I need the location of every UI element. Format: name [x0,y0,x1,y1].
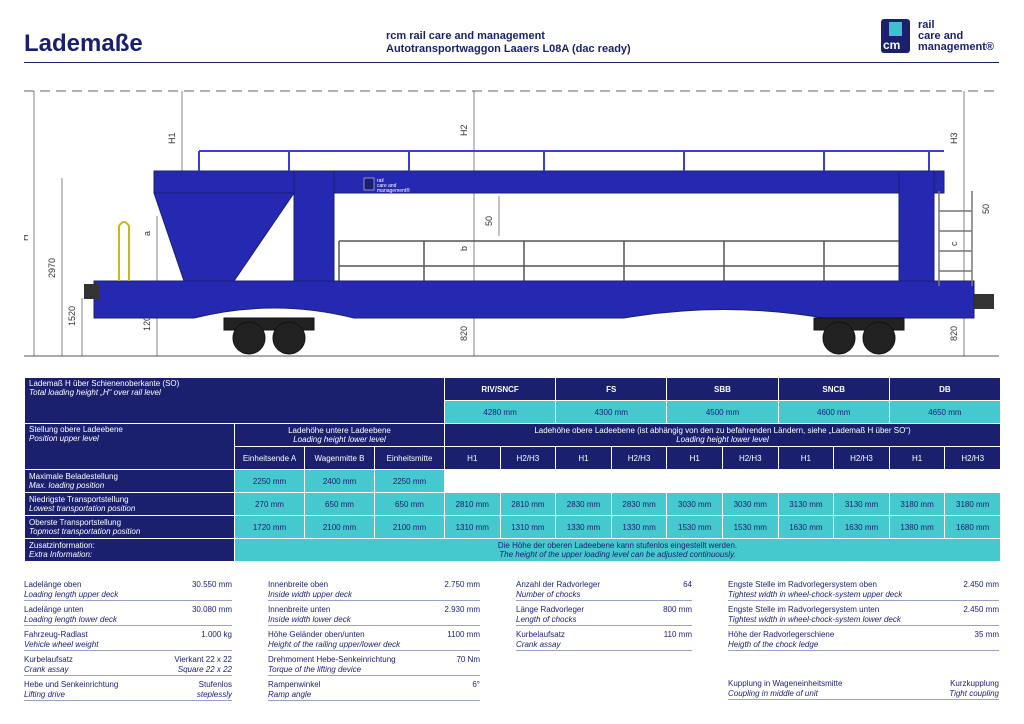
list-item-spacer [728,653,999,675]
dim-50-right: 50 [981,204,991,214]
dim-b: b [459,246,469,251]
sub-header: H2/H3 [499,446,557,470]
lower-level-label-en: Loading height lower level [293,435,386,444]
dim-H: H [24,235,30,242]
dim-820-mid: 820 [459,326,469,341]
upper-level-label: Ladehöhe obere Ladeebene (ist abhängig v… [534,426,911,435]
sub-header: Wagenmitte B [304,446,375,470]
country-sncb: SNCB [777,377,890,401]
height-sbb: 4500 mm [666,400,779,424]
dim-1200: 1200 [142,311,152,331]
logo-wordmark: rail care and management® [918,19,994,53]
svg-text:management®: management® [377,187,410,194]
country-db: DB [888,377,1001,401]
height-sncb: 4600 mm [777,400,890,424]
dim-50-mid: 50 [484,216,494,226]
loading-height-table: Lademaß H über Schienenoberkante (SO) To… [24,377,1001,562]
country-sbb: SBB [666,377,779,401]
dim-a: a [142,231,152,236]
sub-header: H2/H3 [721,446,779,470]
table-row: Oberste Transportstellung Topmost transp… [24,515,1001,539]
rcm-logo-icon: cm [881,19,910,53]
sub-header: H2/H3 [833,446,890,470]
dim-c: c [949,241,959,246]
height-riv-sncf: 4280 mm [443,400,557,424]
sub-header: Einheitsmitte [374,446,445,470]
sub-header: H2/H3 [610,446,668,470]
country-fs: FS [555,377,668,401]
extra-info-text: Die Höhe der oberen Ladeebene kann stufe… [497,541,738,550]
wagon-drawing: H 2970 1520 1200 H1 50 a H2 b 820 50 H3 … [24,90,999,357]
bogie-right [813,317,905,355]
position-label-en: Position upper level [29,434,99,443]
h-title: Lademaß H über Schienenoberkante (SO) [29,379,180,388]
dim-H1: H1 [167,132,177,144]
wagon-body [93,150,975,319]
bogie-left [223,317,315,355]
h-title-en: Total loading height „H“ over rail level [29,388,161,397]
header: Lademaße rcm rail care and management Au… [0,0,1024,62]
dim-1520: 1520 [67,306,77,326]
lower-level-label: Ladehöhe untere Ladeebene [288,426,391,435]
product-name: Autotransportwaggon Laaers L08A (dac rea… [386,43,631,55]
sub-header: H1 [555,446,612,470]
list-item: Engste Stelle im Radvorlegersystem unten… [728,605,999,626]
table-row: Zusatzinformation: Extra Information: Di… [24,538,1001,562]
sub-header: H1 [444,446,501,470]
dim-820-right: 820 [949,326,959,341]
sub-header: H1 [888,446,946,470]
dim-2970: 2970 [47,258,57,278]
sub-header: Einheitsende A [234,446,305,470]
height-db: 4650 mm [888,400,1001,424]
extra-info-text-en: The height of the upper loading level ca… [499,550,736,559]
sub-header: H2/H3 [944,446,1001,470]
sub-header: H1 [777,446,835,470]
svg-text:care and: care and [377,183,397,189]
dim-H2: H2 [459,124,469,136]
company-name: rcm rail care and management [386,30,545,42]
dim-H3: H3 [949,132,959,144]
sub-header: H1 [666,446,723,470]
page-title: Lademaße [24,30,143,57]
country-riv-sncf: RIV/SNCF [443,377,557,401]
subtitle: rcm rail care and management Autotranspo… [386,30,631,56]
position-label: Stellung obere Ladeebene [29,425,123,434]
table-row: Maximale Beladestellung Max. loading pos… [24,469,1001,493]
header-divider [24,62,999,63]
table-row: Niedrigste Transportstellung Lowest tran… [24,492,1001,516]
height-fs: 4300 mm [555,400,668,424]
upper-level-label-en: Loading height lower level [676,435,769,444]
svg-text:rail: rail [377,178,384,184]
